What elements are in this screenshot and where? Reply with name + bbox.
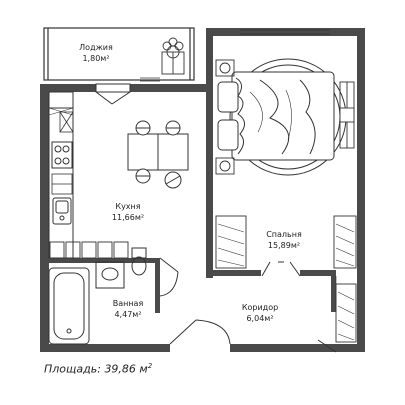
pillows (217, 81, 239, 151)
total-area: Площадь: 39,86 м2 (44, 362, 152, 376)
loggia-area: 1,80м² (82, 54, 109, 63)
sink-icon (52, 197, 72, 225)
bathtub (48, 267, 90, 345)
balcony-door (95, 83, 131, 105)
loggia-walls (43, 27, 195, 81)
kitchen-cabinet (59, 111, 74, 133)
bathroom-shelves (49, 241, 129, 259)
corridor-closet (335, 283, 357, 343)
desk (339, 81, 355, 149)
total-area-label: Площадь: (44, 362, 101, 376)
bathroom-area: 4,47м² (114, 310, 141, 319)
bathroom-door (159, 257, 179, 297)
bedroom-door (261, 261, 301, 277)
nightstand-left (215, 59, 235, 175)
wardrobe-left (215, 215, 247, 269)
kitchen-name: Кухня (115, 202, 140, 211)
toilet-icon (131, 247, 147, 276)
bed (229, 58, 347, 176)
plant-icon (161, 37, 185, 75)
stove-icon (51, 141, 73, 169)
kitchen-area: 11,66м² (112, 213, 144, 222)
loggia-name: Лоджия (79, 43, 113, 52)
corridor-area: 6,04м² (246, 314, 273, 323)
total-area-unit-sup: 2 (147, 362, 153, 370)
wardrobe-right (333, 215, 357, 269)
cabinet (51, 173, 73, 195)
bedroom-name: Спальня (266, 230, 302, 239)
total-area-value: 39,86 м (104, 362, 148, 376)
chairs (135, 120, 182, 189)
entrance-door (169, 319, 231, 345)
walls (40, 28, 365, 352)
dining-table (127, 133, 189, 171)
bedroom-area: 15,89м² (268, 241, 300, 250)
washbasin (95, 261, 125, 289)
bathroom-name: Ванная (113, 299, 144, 308)
corridor-hall-door (317, 276, 337, 353)
bedroom-window (240, 29, 330, 35)
corridor-name: Коридор (242, 303, 278, 312)
loggia-window (140, 77, 160, 82)
